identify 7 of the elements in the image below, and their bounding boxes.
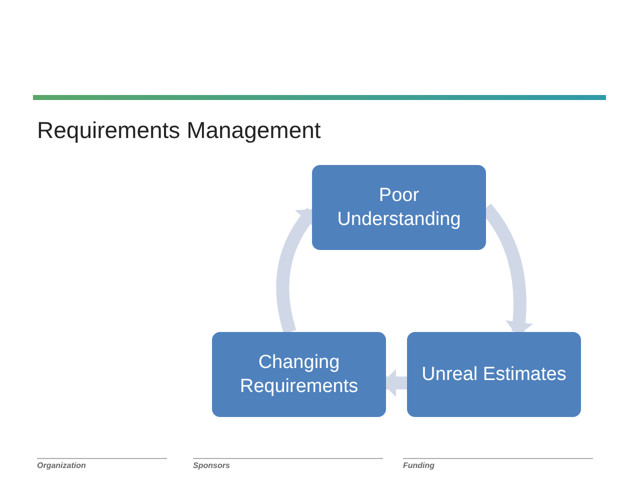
footer-label: Funding (403, 461, 435, 470)
footer-label: Sponsors (193, 461, 230, 470)
subtitle: Requirements Management (37, 117, 321, 144)
process-box: Changing Requirements (212, 332, 386, 417)
footer-label: Organization (37, 461, 86, 470)
process-box: Poor Understanding (312, 165, 486, 250)
process-box: Unreal Estimates (407, 332, 581, 417)
